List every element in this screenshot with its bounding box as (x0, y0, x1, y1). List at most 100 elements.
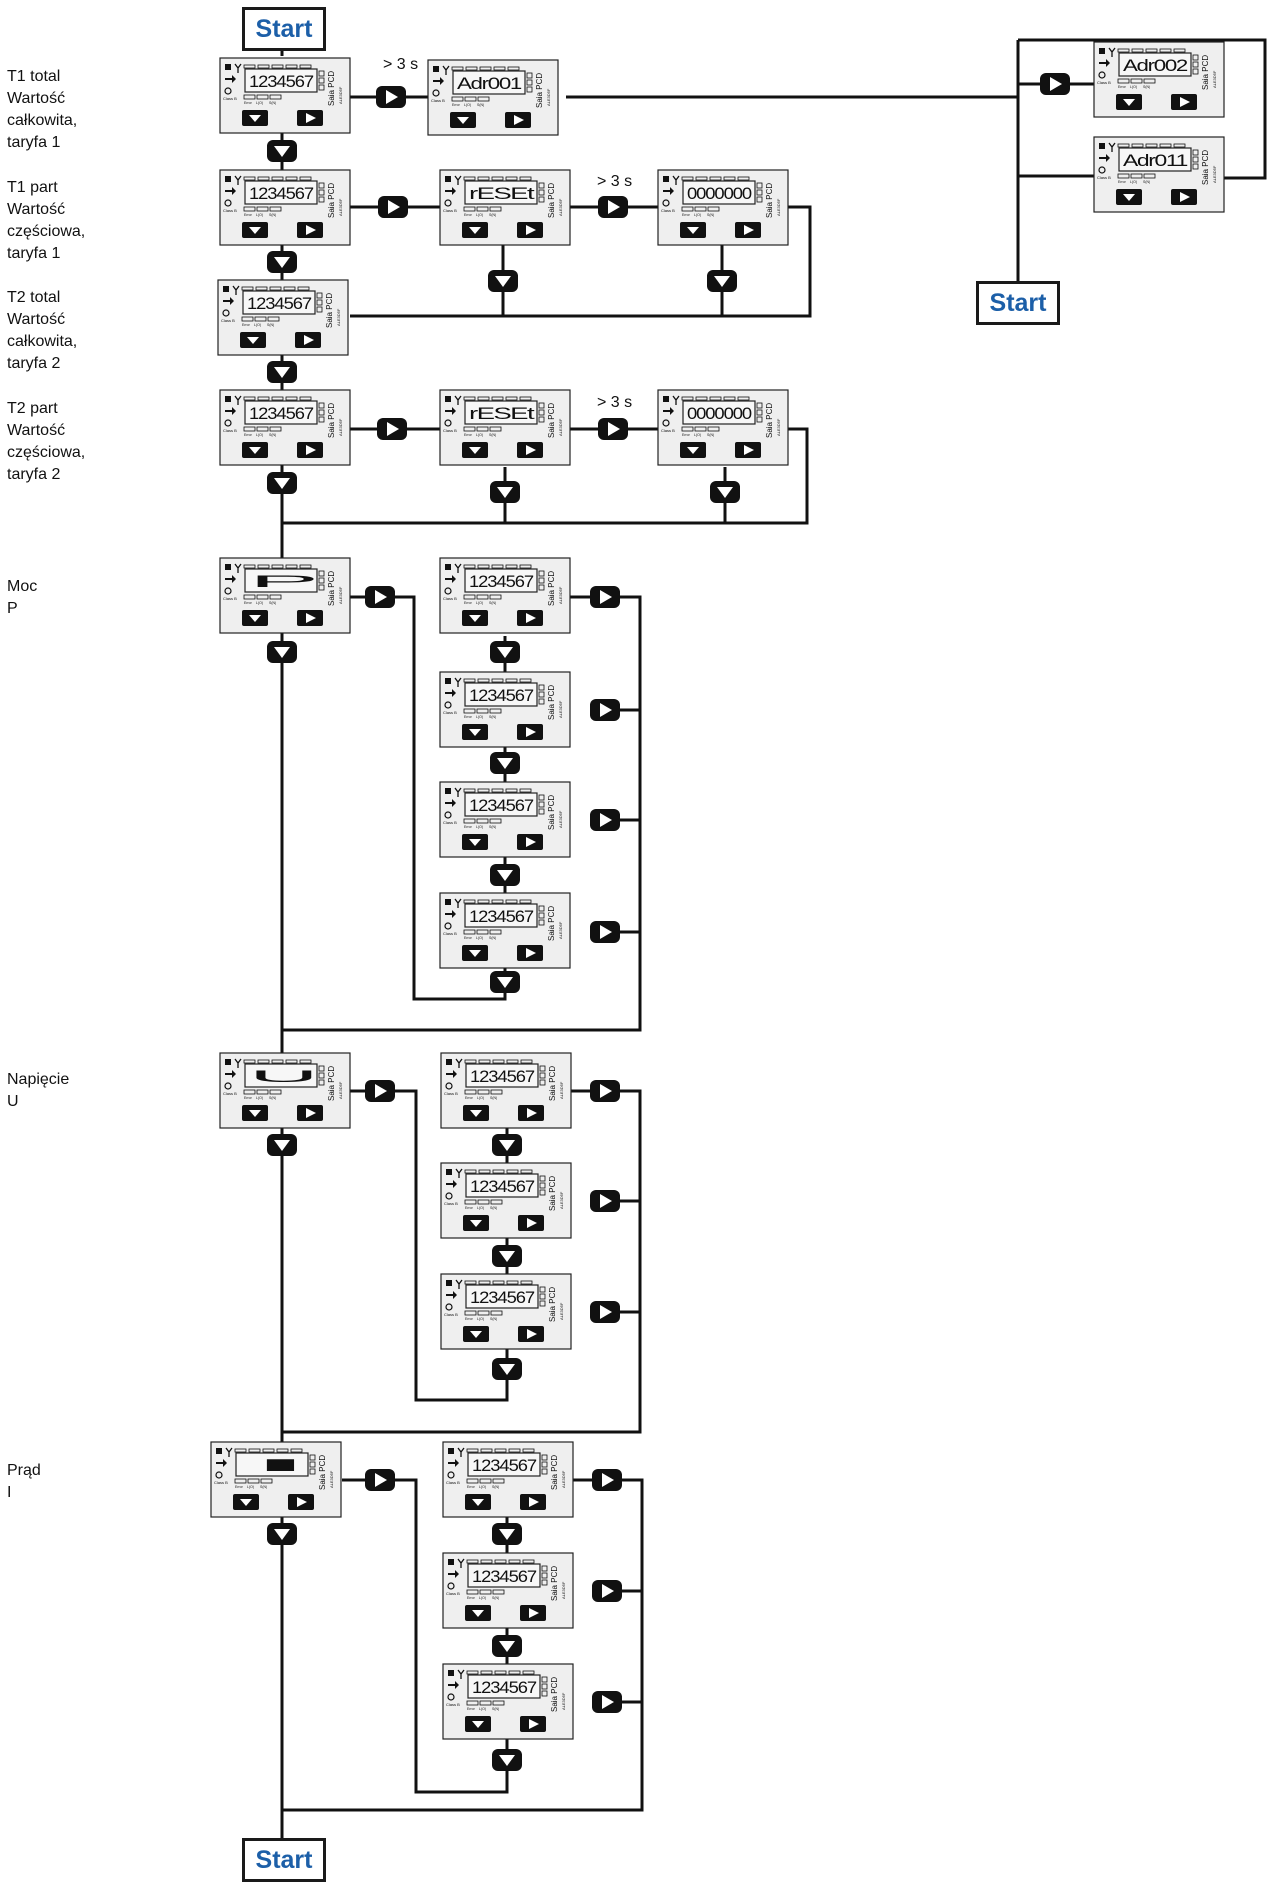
device-right-button[interactable] (297, 1105, 323, 1121)
device-down-button[interactable] (463, 1326, 489, 1342)
down-arrow-button-icon[interactable] (267, 1134, 297, 1156)
device-right-button[interactable] (295, 332, 321, 348)
antenna-icon (234, 175, 242, 185)
device-right-button[interactable] (518, 1326, 544, 1342)
device-down-button[interactable] (462, 222, 488, 238)
down-arrow-button-icon[interactable] (267, 140, 297, 162)
device-down-button[interactable] (242, 110, 268, 126)
device-right-button[interactable] (518, 1215, 544, 1231)
down-arrow-button-icon[interactable] (267, 641, 297, 663)
device-down-button[interactable] (462, 442, 488, 458)
model-label: ALE3D5F (1212, 70, 1217, 88)
device-right-button[interactable] (297, 222, 323, 238)
device-right-button[interactable] (517, 724, 543, 740)
error-label: Error (452, 103, 461, 107)
device-right-button[interactable] (297, 610, 323, 626)
device-right-button[interactable] (518, 1105, 544, 1121)
right-arrow-button-icon[interactable] (376, 86, 406, 108)
down-arrow-button-icon[interactable] (488, 270, 518, 292)
device-down-button[interactable] (462, 724, 488, 740)
right-arrow-button-icon[interactable] (590, 1190, 620, 1212)
right-arrow-button-icon[interactable] (590, 809, 620, 831)
down-arrow-button-icon[interactable] (490, 752, 520, 774)
right-arrow-button-icon[interactable] (365, 1080, 395, 1102)
label-line: Prąd (7, 1462, 41, 1479)
device-right-button[interactable] (517, 222, 543, 238)
down-arrow-button-icon[interactable] (707, 270, 737, 292)
device-right-button[interactable] (520, 1605, 546, 1621)
right-arrow-button-icon[interactable] (590, 921, 620, 943)
device-down-button[interactable] (465, 1494, 491, 1510)
right-arrow-button-icon[interactable] (590, 586, 620, 608)
down-arrow-button-icon[interactable] (267, 361, 297, 383)
right-arrow-button-icon[interactable] (365, 586, 395, 608)
right-arrow-button-icon[interactable] (590, 1080, 620, 1102)
right-arrow-button-icon[interactable] (598, 196, 628, 218)
device-right-button[interactable] (735, 222, 761, 238)
right-arrow-button-icon[interactable] (378, 196, 408, 218)
device-down-button[interactable] (240, 332, 266, 348)
down-arrow-button-icon[interactable] (492, 1134, 522, 1156)
down-arrow-button-icon[interactable] (267, 1523, 297, 1545)
right-arrow-button-icon[interactable] (590, 699, 620, 721)
device-down-button[interactable] (462, 834, 488, 850)
down-arrow-button-icon[interactable] (490, 864, 520, 886)
device-right-button[interactable] (1171, 189, 1197, 205)
label-line: Wartość (7, 422, 66, 439)
down-arrow-button-icon[interactable] (267, 251, 297, 273)
right-arrow-button-icon[interactable] (1040, 73, 1070, 95)
device-right-button[interactable] (505, 112, 531, 128)
device-right-button[interactable] (520, 1716, 546, 1732)
down-arrow-button-icon[interactable] (490, 971, 520, 993)
down-arrow-button-icon[interactable] (490, 641, 520, 663)
device-right-button[interactable] (520, 1494, 546, 1510)
device-down-button[interactable] (462, 945, 488, 961)
right-arrow-button-icon[interactable] (598, 418, 628, 440)
device-right-button[interactable] (735, 442, 761, 458)
device-right-button[interactable] (517, 442, 543, 458)
device-down-button[interactable] (465, 1716, 491, 1732)
device-down-button[interactable] (1116, 189, 1142, 205)
down-arrow-button-icon[interactable] (490, 481, 520, 503)
right-arrow-button-icon[interactable] (365, 1469, 395, 1491)
device-right-button[interactable] (288, 1494, 314, 1510)
right-arrow-button-icon[interactable] (592, 1469, 622, 1491)
device-down-button[interactable] (680, 442, 706, 458)
device-right-button[interactable] (517, 610, 543, 626)
device-down-button[interactable] (242, 222, 268, 238)
down-arrow-button-icon[interactable] (492, 1358, 522, 1380)
device-right-button[interactable] (1171, 94, 1197, 110)
device-right-button[interactable] (517, 834, 543, 850)
right-arrow-button-icon[interactable] (592, 1580, 622, 1602)
device-down-button[interactable] (1116, 94, 1142, 110)
down-arrow-button-icon[interactable] (492, 1749, 522, 1771)
lcd-display (452, 70, 526, 95)
unit-mark (538, 691, 545, 698)
device-down-button[interactable] (462, 610, 488, 626)
device-down-button[interactable] (463, 1105, 489, 1121)
down-arrow-button-icon[interactable] (492, 1523, 522, 1545)
device-right-button[interactable] (297, 442, 323, 458)
device-right-button[interactable] (297, 110, 323, 126)
device-right-button[interactable] (517, 945, 543, 961)
right-arrow-button-icon[interactable] (590, 1301, 620, 1323)
tariff-indicator (271, 564, 284, 569)
device-down-button[interactable] (463, 1215, 489, 1231)
brand-label: Saia PCD (765, 403, 774, 438)
device-down-button[interactable] (242, 1105, 268, 1121)
brand-label: Saia PCD (1201, 150, 1210, 185)
down-arrow-button-icon[interactable] (267, 472, 297, 494)
antenna-icon (1108, 142, 1116, 152)
down-arrow-button-icon[interactable] (710, 481, 740, 503)
down-arrow-button-icon[interactable] (492, 1245, 522, 1267)
right-arrow-button-icon[interactable] (377, 418, 407, 440)
right-arrow-button-icon[interactable] (592, 1691, 622, 1713)
device-down-button[interactable] (233, 1494, 259, 1510)
device-down-button[interactable] (242, 610, 268, 626)
device-down-button[interactable] (680, 222, 706, 238)
device-down-button[interactable] (450, 112, 476, 128)
device-down-button[interactable] (465, 1605, 491, 1621)
device-down-button[interactable] (242, 442, 268, 458)
down-arrow-button-icon[interactable] (492, 1635, 522, 1657)
